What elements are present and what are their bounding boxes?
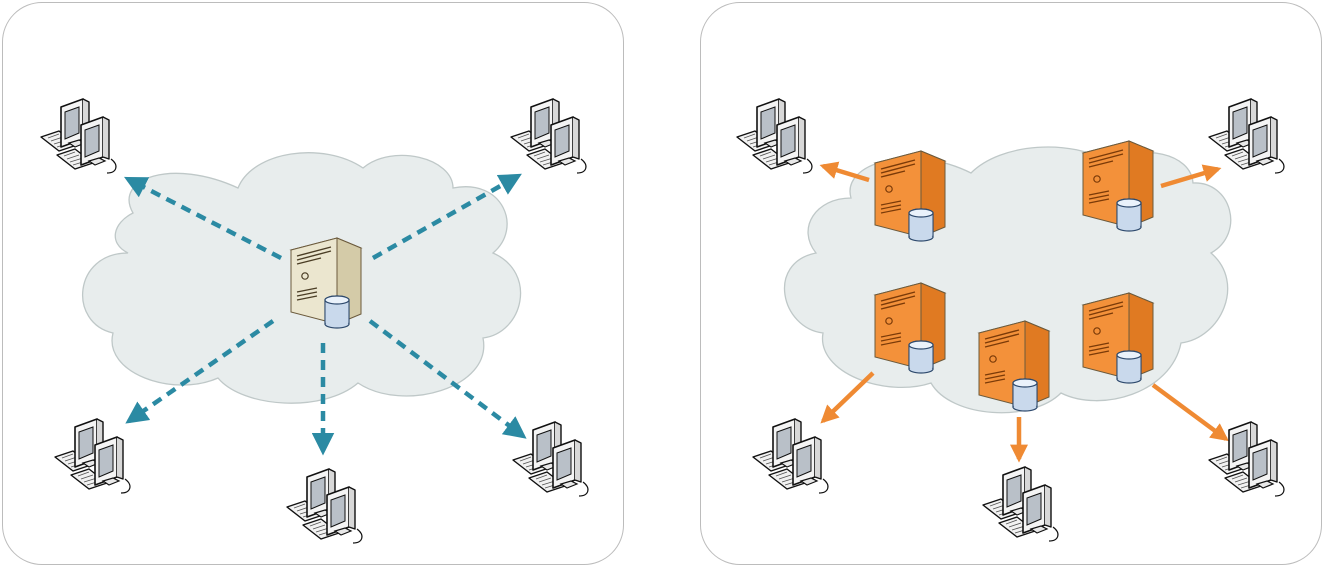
arrow-to-client-bottom-left <box>820 371 875 424</box>
arrow-to-client-bottom-right <box>368 319 527 439</box>
arrow-to-client-top-right <box>1160 164 1222 189</box>
server-icon <box>1081 140 1155 232</box>
server-icon <box>289 237 363 329</box>
client-computer-icon <box>752 418 829 494</box>
client-computer-icon <box>54 418 131 494</box>
arrows <box>819 161 1229 463</box>
client-computer-icon <box>1208 98 1285 174</box>
server-icon <box>1081 292 1155 384</box>
client-computer-icon <box>512 421 589 497</box>
server-icon <box>977 320 1051 412</box>
arrow-to-client-top-left <box>124 176 283 260</box>
arrow-to-client-top-left <box>819 161 870 183</box>
centralized-network-panel <box>2 2 624 565</box>
client-computer-icon <box>1208 421 1285 497</box>
client-computer-icon <box>40 98 117 174</box>
client-computer-icon <box>982 466 1059 542</box>
client-computer-icon <box>510 98 587 174</box>
distributed-network-panel <box>700 2 1322 565</box>
client-computer-icon <box>736 98 813 174</box>
client-computer-icon <box>286 468 363 544</box>
server-icon <box>873 282 947 374</box>
server-icon <box>873 150 947 242</box>
arrows <box>124 173 527 456</box>
centralized-network-diagram <box>40 98 589 544</box>
arrow-to-client-top-right <box>371 173 522 260</box>
arrow-to-client-bottom-right <box>1151 383 1229 442</box>
distributed-network-diagram <box>736 98 1285 542</box>
arrow-to-client-bottom-left <box>125 319 275 424</box>
